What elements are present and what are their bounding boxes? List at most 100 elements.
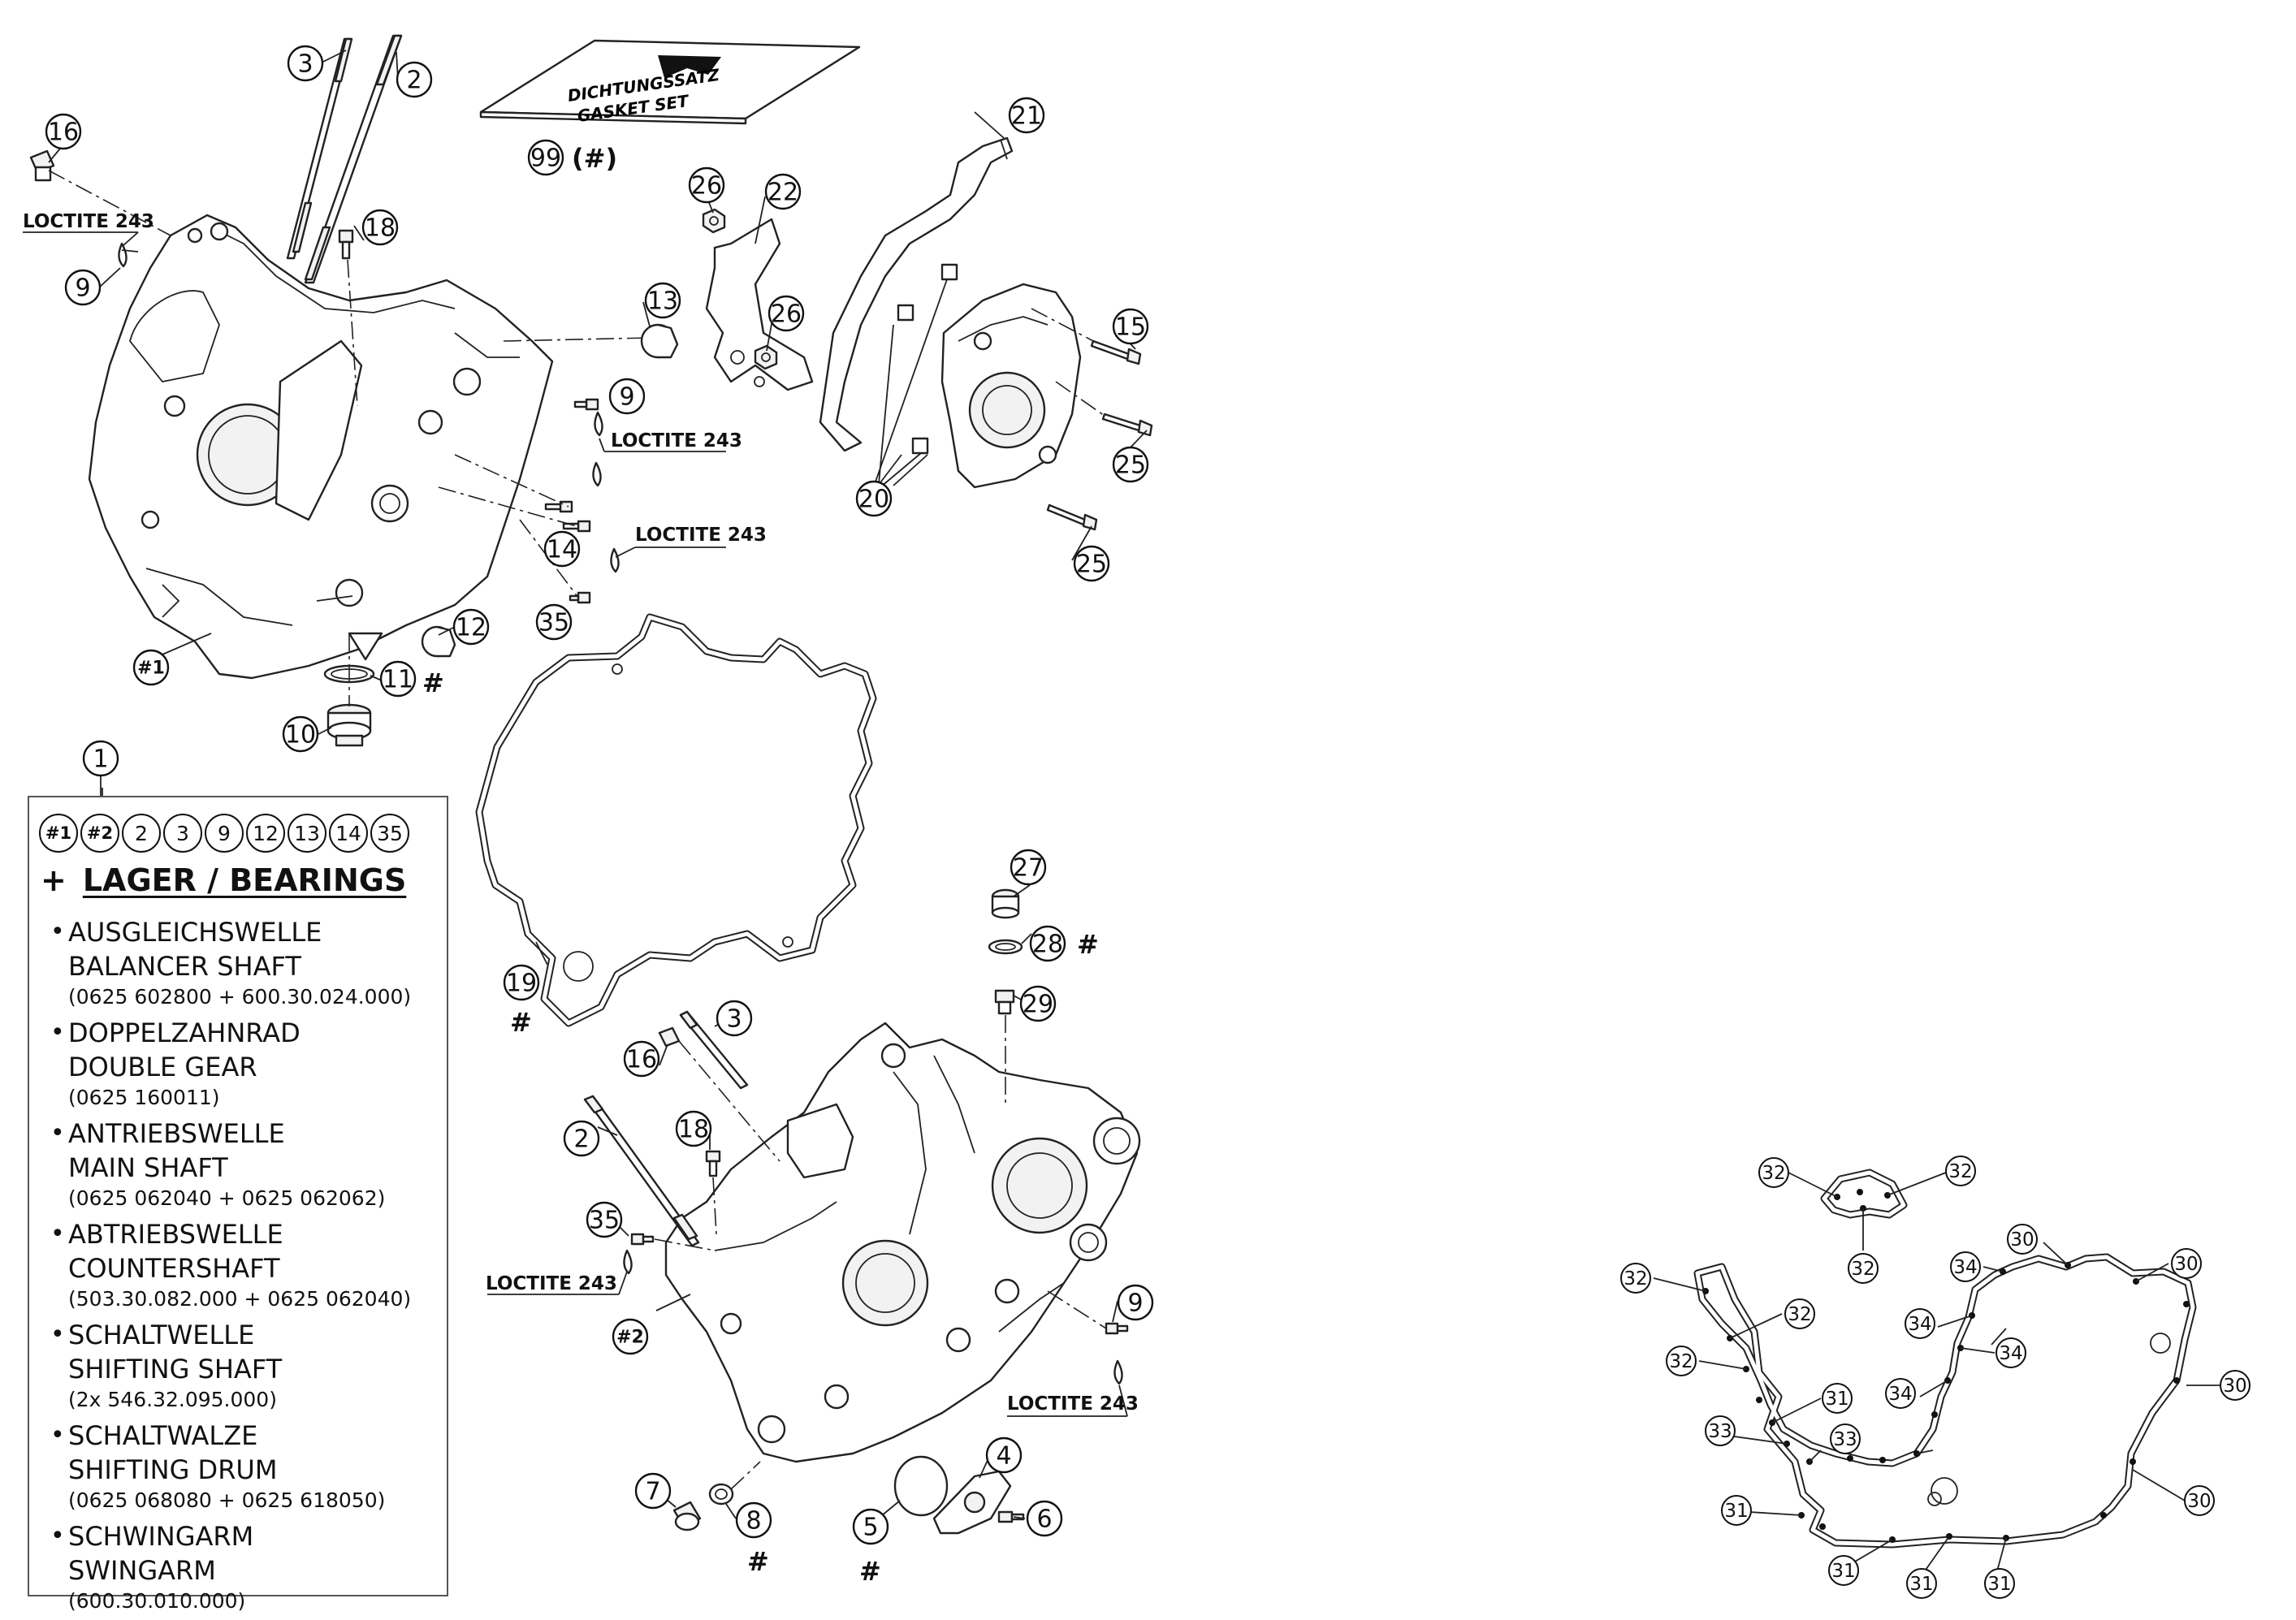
- callout-13: 13: [644, 282, 681, 319]
- screw-9-lower: [1105, 1322, 1129, 1335]
- svg-text:19: 19: [506, 970, 537, 998]
- legend-ref: 12: [246, 814, 285, 853]
- callout-27: 27: [1010, 849, 1047, 886]
- plug-7: [672, 1501, 702, 1531]
- bolt-25a: [1101, 413, 1153, 437]
- bearing-name-de: AUSGLEICHSWELLE: [68, 917, 322, 948]
- bracket-22: [705, 218, 814, 391]
- svg-text:16: 16: [626, 1046, 657, 1074]
- svg-text:31: 31: [1724, 1501, 1748, 1522]
- gasket-19: [475, 613, 877, 1027]
- legend-ref: 13: [288, 814, 326, 853]
- gasket-outline-diagram: [1693, 1169, 2197, 1549]
- legend-ref: 9: [205, 814, 244, 853]
- svg-text:32: 32: [1788, 1304, 1811, 1325]
- screws-14: [544, 500, 591, 533]
- callout-11: 11: [379, 660, 417, 698]
- bolt-15: [1090, 339, 1142, 365]
- bearing-part-number: (2x 546.32.095.000): [68, 1388, 277, 1411]
- callout-h2: #2: [612, 1318, 649, 1355]
- point-30-c: 30: [2220, 1370, 2251, 1401]
- bearing-name-en: SHIFTING DRUM: [68, 1454, 278, 1485]
- stud-3-lower: [679, 1010, 749, 1090]
- axis-14b: [438, 486, 577, 527]
- callout-2-lower: 2: [563, 1120, 600, 1157]
- legend-ref: 14: [329, 814, 368, 853]
- bearing-name-en: SHIFTING SHAFT: [68, 1354, 283, 1385]
- svg-text:35: 35: [538, 609, 569, 637]
- svg-text:14: 14: [547, 536, 577, 564]
- svg-text:10: 10: [285, 721, 316, 750]
- callout-99: 99: [527, 139, 564, 176]
- bearing-item: • AUSGLEICHSWELLE BALANCER SHAFT (0625 6…: [45, 915, 443, 1011]
- plug-16-lower: [658, 1026, 681, 1048]
- svg-text:34: 34: [1908, 1314, 1931, 1335]
- point-31-e: 31: [1984, 1568, 2015, 1599]
- svg-text:30: 30: [2010, 1229, 2034, 1251]
- oring-5: [893, 1455, 949, 1517]
- stud-3-top: [286, 37, 353, 260]
- screw-35-lower: [630, 1233, 655, 1246]
- loctite-label-4: LOCTITE 243: [486, 1273, 617, 1294]
- point-34-d: 34: [1885, 1378, 1916, 1409]
- callout-15: 15: [1112, 308, 1149, 345]
- bearing-name-de: ANTRIEBSWELLE: [68, 1118, 285, 1149]
- washer-28: [988, 939, 1023, 955]
- bearing-name-en: DOUBLE GEAR: [68, 1052, 257, 1082]
- callout-10: 10: [282, 715, 319, 753]
- callout-4: 4: [985, 1436, 1023, 1474]
- callout-26-top: 26: [688, 166, 725, 204]
- crankcase-half-1: [88, 214, 554, 680]
- svg-text:31: 31: [1987, 1574, 2011, 1595]
- axis-18-top: [347, 259, 358, 407]
- svg-text:33: 33: [1708, 1421, 1732, 1442]
- svg-text:7: 7: [645, 1478, 660, 1506]
- bearing-item: • SCHALTWALZE SHIFTING DRUM (0625 068080…: [45, 1419, 443, 1514]
- svg-text:25: 25: [1076, 551, 1107, 579]
- svg-text:6: 6: [1036, 1506, 1052, 1534]
- point-33-b: 33: [1830, 1423, 1861, 1454]
- svg-text:31: 31: [1909, 1574, 1933, 1595]
- screw-9-right: [573, 398, 599, 411]
- callout-9-mid: 9: [608, 378, 646, 415]
- hash-19: #: [510, 1007, 532, 1038]
- cover-gear: [940, 283, 1082, 489]
- svg-text:1: 1: [93, 745, 108, 774]
- callout-1: 1: [82, 740, 119, 777]
- svg-text:12: 12: [456, 614, 486, 642]
- svg-text:8: 8: [746, 1507, 761, 1536]
- legend-ref: 35: [370, 814, 409, 853]
- svg-text:#1: #1: [137, 659, 165, 679]
- svg-text:21: 21: [1011, 102, 1042, 131]
- bearing-name-en: MAIN SHAFT: [68, 1152, 228, 1183]
- bearing-name-de: SCHWINGARM: [68, 1521, 254, 1552]
- svg-text:31: 31: [1825, 1389, 1848, 1410]
- svg-text:30: 30: [2223, 1376, 2246, 1397]
- loctite-drop-35-lower: [623, 1249, 633, 1275]
- callout-7: 7: [634, 1472, 672, 1510]
- svg-text:15: 15: [1115, 313, 1146, 342]
- gasket-set-mark: (#): [572, 143, 617, 174]
- svg-text:33: 33: [1833, 1429, 1857, 1450]
- loctite-label-2: LOCTITE 243: [611, 430, 742, 451]
- point-33-a: 33: [1705, 1415, 1736, 1446]
- svg-text:18: 18: [678, 1116, 709, 1144]
- svg-text:11: 11: [383, 666, 413, 694]
- plug-16-top: [29, 149, 55, 182]
- svg-text:16: 16: [48, 119, 79, 147]
- svg-text:27: 27: [1013, 854, 1044, 883]
- gasket-21: [819, 136, 1014, 452]
- callout-14: 14: [543, 530, 581, 568]
- svg-text:32: 32: [1762, 1163, 1785, 1184]
- svg-text:3: 3: [726, 1005, 742, 1034]
- point-31-a: 31: [1822, 1383, 1853, 1414]
- svg-text:99: 99: [530, 145, 561, 173]
- callout-3-top: 3: [287, 45, 324, 82]
- callout-25-b: 25: [1073, 545, 1110, 582]
- callout-26-mid: 26: [767, 295, 805, 332]
- loctite-drop-9-lower: [1113, 1359, 1123, 1385]
- point-32-c: 32: [1848, 1253, 1879, 1284]
- axis-14a: [454, 454, 569, 508]
- svg-text:4: 4: [996, 1442, 1011, 1471]
- bearing-part-number: (503.30.082.000 + 0625 062040): [68, 1287, 412, 1311]
